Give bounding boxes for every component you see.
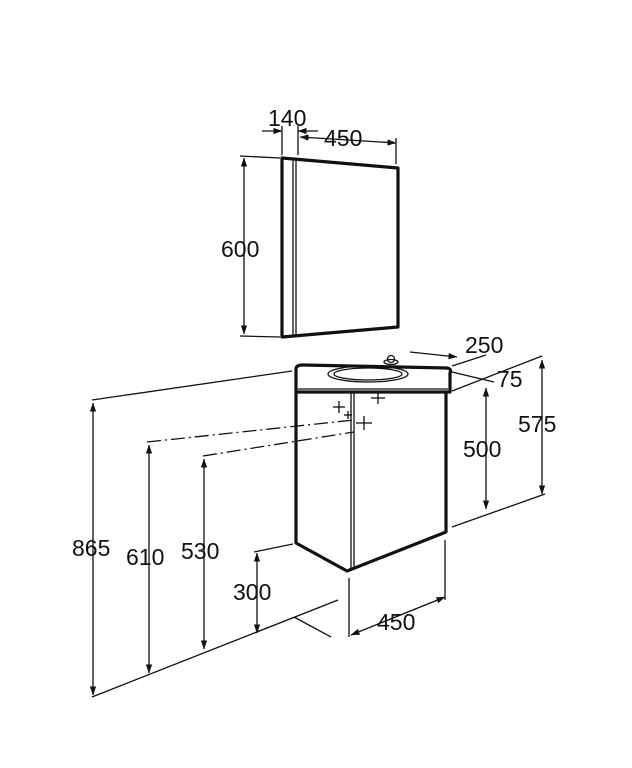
basin-width-dimension: 450 [348,540,446,637]
mirror-cabinet [280,156,400,339]
basin-front-height-label: 500 [463,436,501,462]
mirror-height-dimension: 600 [221,155,281,338]
waste-height-610-dimension: 610 [126,444,164,674]
basin-unit [294,354,453,573]
basin-depth-dimension: 250 [409,332,503,367]
floor-clearance-dimension: 300 [233,543,294,634]
floor-clearance-label: 300 [233,579,271,605]
waste-height-530-label: 530 [181,538,219,564]
basin-offset-dimension: 75 [451,366,523,392]
basin-offset-label: 75 [497,366,523,392]
basin-width-label: 450 [377,609,415,635]
mirror-width-label: 450 [324,125,362,151]
mirror-height-label: 600 [221,236,259,262]
floor-line [91,599,339,698]
mirror-depth-dimension: 140 [262,105,318,155]
overall-height-dimension: 865 [72,402,110,696]
waste-center-lines [146,419,355,457]
mirror-depth-label: 140 [268,105,306,131]
waste-outlet-markers [333,392,385,430]
basin-front-height-dimension: 500 [451,387,546,528]
mirror-width-dimension: 450 [299,125,397,164]
top-reference-line [91,355,543,401]
waste-height-530-dimension: 530 [181,458,219,650]
basin-depth-label: 250 [465,332,503,358]
overall-height-label: 865 [72,535,110,561]
basin-total-height-label: 575 [518,411,556,437]
basin-total-height-dimension: 575 [518,359,556,495]
waste-height-610-label: 610 [126,544,164,570]
